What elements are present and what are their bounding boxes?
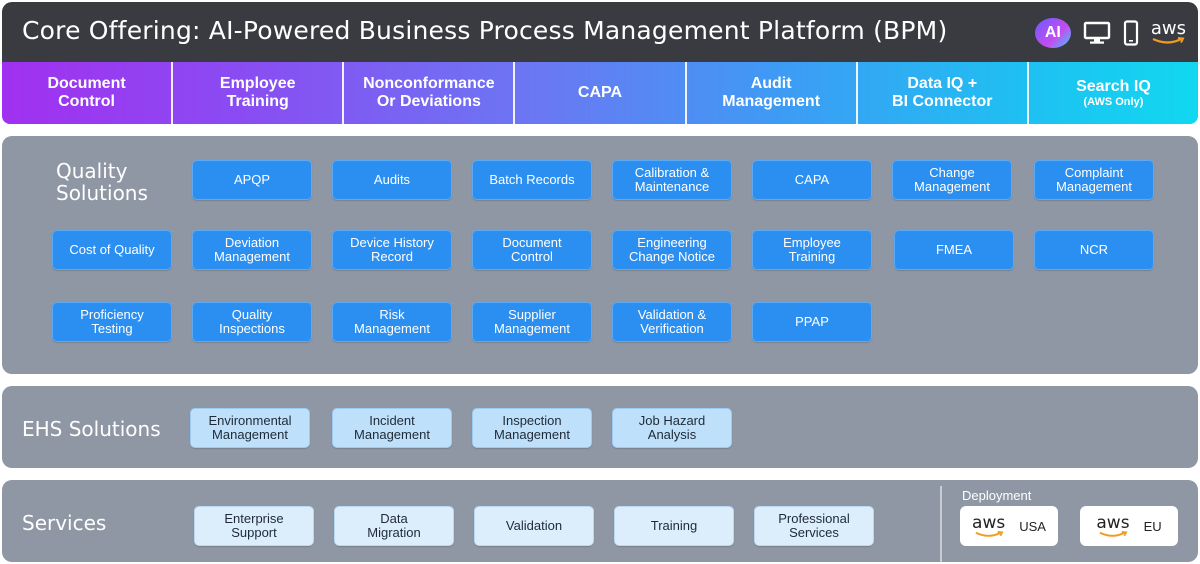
page-title: Core Offering: AI-Powered Business Proce…	[22, 16, 948, 45]
module-tabs: Document Control Employee Training Nonco…	[2, 62, 1198, 124]
tile-label: NCR	[1079, 242, 1109, 257]
tile-audits[interactable]: Audits	[332, 160, 452, 200]
header-bar: Core Offering: AI-Powered Business Proce…	[2, 2, 1198, 64]
tile-label: Quality Inspections	[219, 307, 285, 336]
tile-label: Risk Management	[354, 307, 430, 336]
tile-calibration-maintenance[interactable]: Calibration & Maintenance	[612, 160, 732, 200]
tile-professional-services[interactable]: Professional Services	[754, 506, 874, 546]
tab-label: Search IQ	[1076, 77, 1151, 95]
tab-label: Audit Management	[722, 75, 821, 110]
services-label: Services	[22, 511, 107, 535]
tab-label: Nonconformance Or Deviations	[363, 75, 495, 110]
tile-label: Supplier Management	[494, 307, 570, 336]
deployment-divider	[940, 486, 942, 562]
aws-logo-icon: aws	[972, 514, 1005, 538]
aws-logo-icon: aws	[1151, 20, 1186, 45]
tile-label: Training	[650, 518, 698, 533]
tile-label: Job Hazard Analysis	[638, 413, 706, 442]
tile-data-migration[interactable]: Data Migration	[334, 506, 454, 546]
tile-label: Inspection Management	[494, 413, 570, 442]
tab-audit-management[interactable]: Audit Management	[687, 62, 858, 124]
tab-capa[interactable]: CAPA	[515, 62, 687, 124]
tile-proficiency-testing[interactable]: Proficiency Testing	[52, 302, 172, 342]
region-label: USA	[1019, 518, 1046, 534]
tile-label: Validation & Verification	[637, 307, 707, 336]
tile-label: Professional Services	[778, 511, 850, 540]
tile-validation-verification[interactable]: Validation & Verification	[612, 302, 732, 342]
deployment-usa-card: aws USA	[960, 506, 1058, 546]
tile-employee-training[interactable]: Employee Training	[752, 230, 872, 270]
header-icons: AI aws	[1034, 16, 1186, 50]
tile-label: Environmental Management	[208, 413, 292, 442]
tile-label: Batch Records	[489, 172, 575, 187]
deployment-label: Deployment	[962, 488, 1032, 503]
tab-label: Document Control	[47, 75, 126, 110]
tile-label: Enterprise Support	[224, 511, 284, 540]
tile-job-hazard-analysis[interactable]: Job Hazard Analysis	[612, 408, 732, 448]
tile-label: Engineering Change Notice	[629, 235, 715, 264]
desktop-icon	[1083, 21, 1111, 45]
tile-capa[interactable]: CAPA	[752, 160, 872, 200]
tile-change-management[interactable]: Change Management	[892, 160, 1012, 200]
tab-data-iq[interactable]: Data IQ + BI Connector	[858, 62, 1029, 124]
quality-solutions-panel: Quality Solutions APQP Audits Batch Record…	[2, 136, 1198, 374]
tile-document-control[interactable]: Document Control	[472, 230, 592, 270]
tile-label: Cost of Quality	[69, 242, 155, 257]
tile-training[interactable]: Training	[614, 506, 734, 546]
tile-label: Deviation Management	[214, 235, 290, 264]
tile-label: Change Management	[914, 165, 990, 194]
tile-label: Data Migration	[367, 511, 421, 540]
tile-label: Complaint Management	[1056, 165, 1132, 194]
tile-inspection-management[interactable]: Inspection Management	[472, 408, 592, 448]
tile-cost-of-quality[interactable]: Cost of Quality	[52, 230, 172, 270]
tile-label: Audits	[373, 172, 411, 187]
tile-validation[interactable]: Validation	[474, 506, 594, 546]
tile-label: CAPA	[794, 172, 830, 187]
tile-label: FMEA	[935, 242, 973, 257]
tab-employee-training[interactable]: Employee Training	[173, 62, 345, 124]
tile-supplier-management[interactable]: Supplier Management	[472, 302, 592, 342]
tile-label: APQP	[233, 172, 271, 187]
tile-risk-management[interactable]: Risk Management	[332, 302, 452, 342]
ehs-solutions-panel: EHS Solutions Environmental Management In…	[2, 386, 1198, 468]
tile-fmea[interactable]: FMEA	[894, 230, 1014, 270]
quality-solutions-label: Quality Solutions	[56, 159, 148, 205]
tab-label: CAPA	[577, 84, 623, 101]
ai-icon: AI	[1034, 18, 1071, 48]
tab-label: Data IQ + BI Connector	[892, 75, 993, 110]
ehs-solutions-label: EHS Solutions	[22, 417, 161, 441]
region-label: EU	[1143, 518, 1162, 534]
tab-label: Employee Training	[219, 75, 296, 110]
tile-label: Validation	[505, 518, 563, 533]
tile-label: Incident Management	[354, 413, 430, 442]
tile-apqp[interactable]: APQP	[192, 160, 312, 200]
tile-ncr[interactable]: NCR	[1034, 230, 1154, 270]
services-panel: Services Enterprise Support Data Migratio…	[2, 480, 1198, 562]
tab-search-iq[interactable]: Search IQ (AWS Only)	[1029, 62, 1198, 124]
aws-logo-icon: aws	[1096, 514, 1130, 538]
tile-label: Proficiency Testing	[80, 307, 144, 336]
tile-enterprise-support[interactable]: Enterprise Support	[194, 506, 314, 546]
tab-nonconformance[interactable]: Nonconformance Or Deviations	[344, 62, 516, 124]
tile-label: Device History Record	[350, 235, 434, 264]
tile-quality-inspections[interactable]: Quality Inspections	[192, 302, 312, 342]
tile-label: Employee Training	[783, 235, 841, 264]
tile-ppap[interactable]: PPAP	[752, 302, 872, 342]
tile-label: Calibration & Maintenance	[634, 165, 710, 194]
tile-batch-records[interactable]: Batch Records	[472, 160, 592, 200]
deployment-eu-card: aws EU	[1080, 506, 1178, 546]
tile-environmental-management[interactable]: Environmental Management	[190, 408, 310, 448]
mobile-icon	[1123, 20, 1139, 46]
tile-complaint-management[interactable]: Complaint Management	[1034, 160, 1154, 200]
tile-label: Document Control	[502, 235, 562, 264]
tab-document-control[interactable]: Document Control	[2, 62, 174, 124]
tile-label: PPAP	[795, 314, 829, 329]
tile-incident-management[interactable]: Incident Management	[332, 408, 452, 448]
tab-sublabel: (AWS Only)	[1083, 95, 1144, 108]
tile-device-history-record[interactable]: Device History Record	[332, 230, 452, 270]
tile-engineering-change-notice[interactable]: Engineering Change Notice	[612, 230, 732, 270]
tile-deviation-management[interactable]: Deviation Management	[192, 230, 312, 270]
